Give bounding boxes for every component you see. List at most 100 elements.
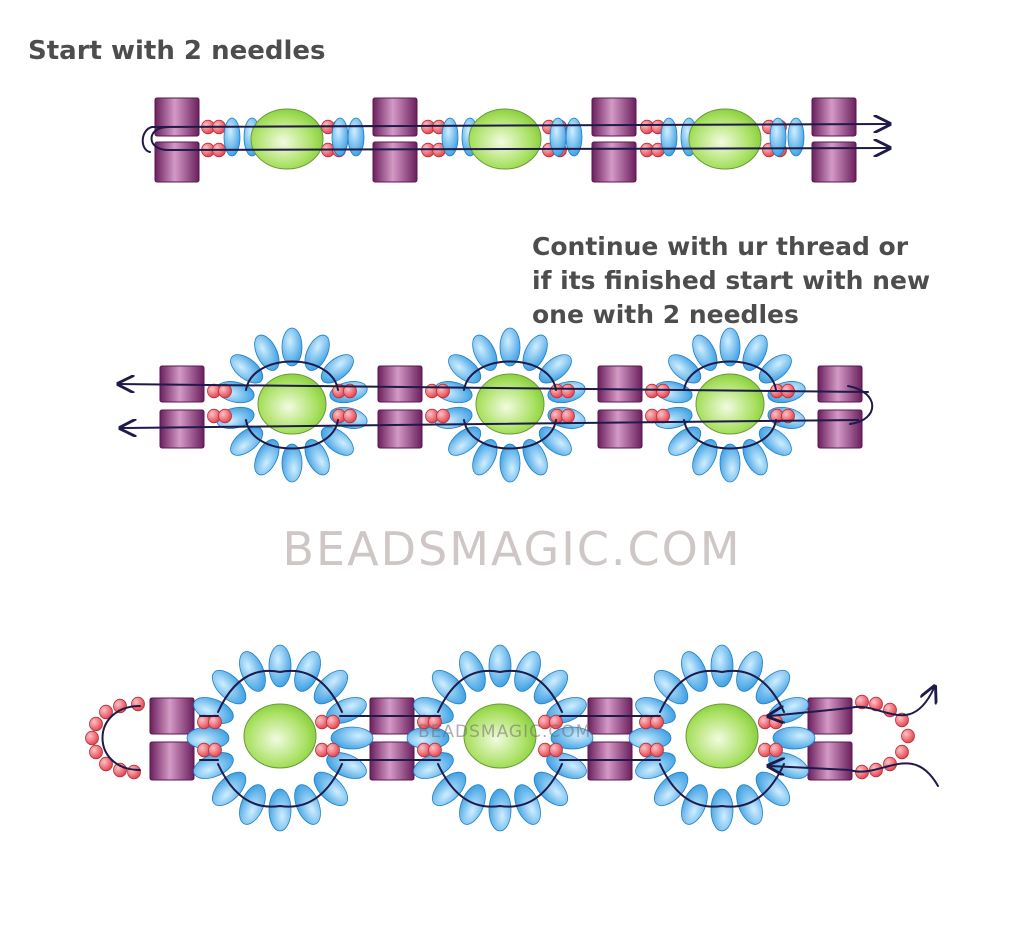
thread-path	[245, 419, 339, 450]
seed-bead	[549, 714, 563, 730]
drop-bead	[254, 334, 280, 371]
thread-path	[122, 420, 859, 428]
center-bead	[468, 108, 542, 170]
drop-bead	[448, 426, 482, 456]
seed-bead	[769, 742, 783, 758]
thread-path	[101, 705, 141, 771]
drop-bead	[668, 426, 702, 456]
thread-path	[245, 360, 339, 391]
tube-bead	[154, 97, 200, 137]
tube-bead	[597, 409, 643, 449]
drop-bead	[281, 327, 303, 367]
tube-bead	[377, 365, 423, 403]
drop-bead	[538, 426, 572, 456]
step2-bead-row	[120, 327, 874, 483]
drop-bead	[681, 784, 708, 825]
tube-bead	[817, 409, 863, 449]
thread-path	[217, 669, 343, 713]
seed-bead	[208, 714, 222, 730]
thread-path	[151, 124, 888, 127]
tube-bead	[807, 741, 853, 781]
seed-bead	[99, 704, 113, 720]
drop-bead	[758, 354, 792, 384]
drop-bead	[254, 439, 280, 476]
thread-path	[659, 763, 785, 808]
tube-bead	[372, 141, 418, 183]
seed-bead	[127, 764, 141, 780]
drop-bead	[281, 443, 303, 483]
step1-caption: Start with 2 needles	[28, 36, 326, 66]
center-bead	[463, 703, 537, 769]
drop-bead	[692, 439, 718, 476]
thread-path	[463, 419, 557, 450]
step2-caption: Continue with ur thread or if its finish…	[532, 230, 930, 332]
drop-bead	[660, 117, 678, 157]
step2-caption-line: Continue with ur thread or	[532, 232, 909, 261]
seed-bead	[131, 696, 145, 712]
seed-bead	[218, 383, 232, 399]
step2-caption-line: if its finished start with new	[532, 266, 931, 295]
center-bead	[257, 373, 327, 435]
center-bead	[250, 108, 324, 170]
drop-bead	[320, 354, 354, 384]
seed-bead	[343, 383, 357, 399]
drop-bead	[772, 726, 816, 750]
thread-path	[683, 360, 777, 391]
tube-bead	[149, 741, 195, 781]
tube-bead	[597, 365, 643, 403]
drop-bead	[514, 784, 541, 825]
drop-bead	[758, 426, 792, 456]
drop-bead	[550, 726, 594, 750]
tube-bead	[807, 697, 853, 735]
drop-bead	[459, 784, 486, 825]
drop-bead	[294, 651, 321, 692]
tube-bead	[817, 365, 863, 403]
thread-path	[770, 763, 939, 787]
seed-bead	[343, 408, 357, 424]
seed-bead	[650, 714, 664, 730]
drop-bead	[230, 354, 264, 384]
drop-bead	[742, 334, 768, 371]
seed-bead	[781, 408, 795, 424]
drop-bead	[533, 669, 569, 705]
seed-bead	[895, 744, 909, 760]
step3-bead-row	[85, 644, 939, 832]
drop-bead	[742, 439, 768, 476]
tube-bead	[811, 97, 857, 137]
drop-bead	[565, 117, 583, 157]
step1-bead-row	[141, 97, 889, 183]
seed-bead	[85, 730, 99, 746]
drop-bead	[239, 784, 266, 825]
thread-path	[659, 669, 785, 713]
seed-bead	[656, 383, 670, 399]
drop-bead	[431, 669, 467, 705]
drop-bead	[653, 669, 689, 705]
thread-path	[150, 126, 889, 150]
drop-bead	[755, 771, 791, 807]
seed-bead	[326, 714, 340, 730]
drop-bead	[472, 439, 498, 476]
drop-bead	[294, 784, 321, 825]
drop-bead	[330, 726, 374, 750]
center-bead	[243, 703, 317, 769]
seed-bead	[549, 742, 563, 758]
drop-bead	[472, 334, 498, 371]
drop-bead	[268, 788, 292, 832]
drop-bead	[681, 651, 708, 692]
drop-bead	[787, 117, 805, 157]
tube-bead	[372, 97, 418, 137]
drop-bead	[692, 334, 718, 371]
watermark-small: BEADSMAGIC.COM	[418, 722, 592, 742]
drop-bead	[533, 771, 569, 807]
seed-bead	[428, 742, 442, 758]
drop-bead	[211, 771, 247, 807]
tube-bead	[377, 409, 423, 449]
drop-bead	[268, 644, 292, 688]
drop-bead	[668, 354, 702, 384]
drop-bead	[653, 771, 689, 807]
tube-bead	[811, 141, 857, 183]
drop-bead	[710, 788, 734, 832]
tube-bead	[154, 141, 200, 183]
drop-bead	[499, 327, 521, 367]
